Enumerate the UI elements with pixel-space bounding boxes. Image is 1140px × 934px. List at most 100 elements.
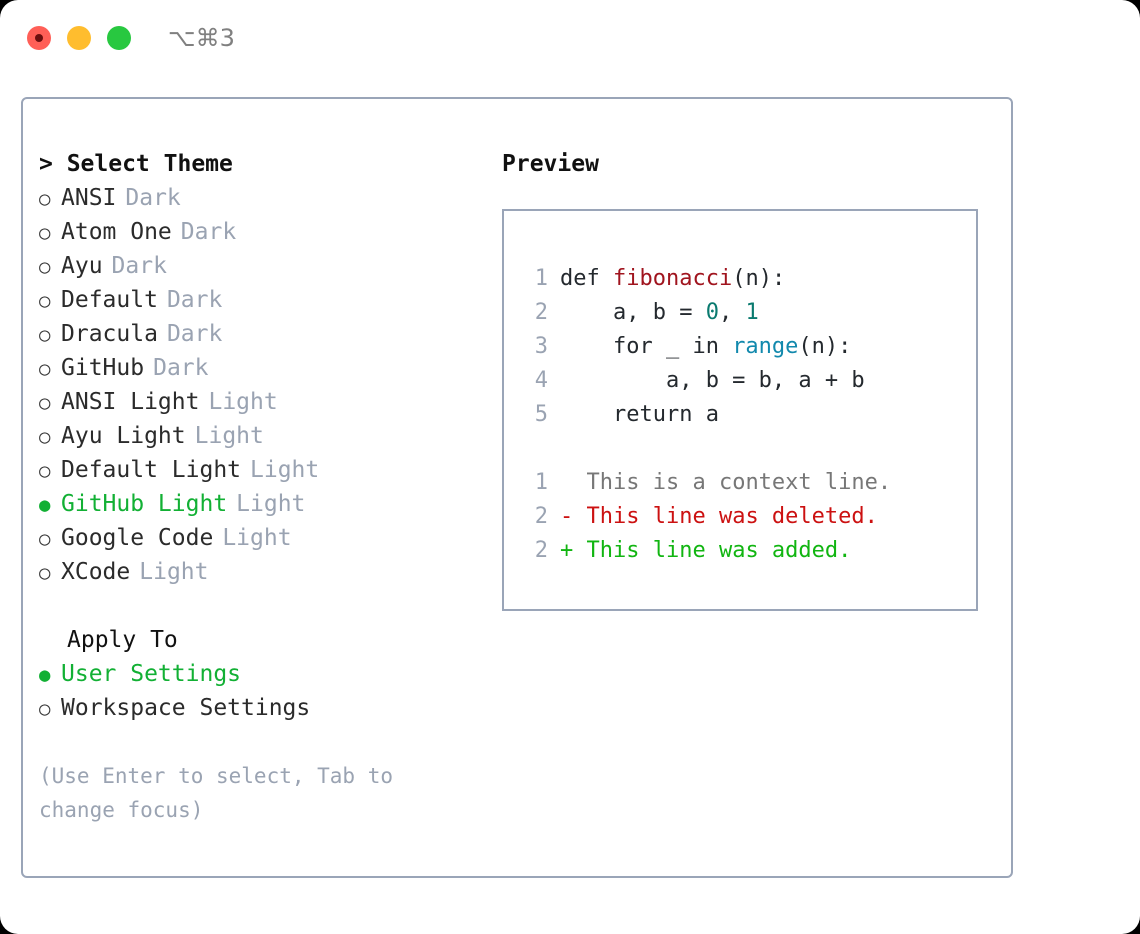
diff-marker: + <box>560 538 587 563</box>
diff-text: This is a context line. <box>586 470 892 495</box>
theme-name: Dracula <box>61 321 158 347</box>
line-number: 5 <box>534 402 548 427</box>
code-token-plain: , <box>718 300 746 325</box>
radio-selected-icon[interactable]: ● <box>39 494 51 516</box>
radio-unselected-icon[interactable]: ○ <box>39 460 51 482</box>
radio-unselected-icon[interactable]: ○ <box>39 562 51 584</box>
code-token-plain: a, b = b, a + b <box>560 368 865 393</box>
select-theme-heading: > Select Theme <box>39 151 233 177</box>
close-button[interactable] <box>27 26 51 50</box>
code-line-content: for _ in range(n): <box>560 330 851 364</box>
diff-marker <box>560 466 587 500</box>
code-line: 1 def fibonacci(n): <box>522 262 968 296</box>
code-line: 2 a, b = 0, 1 <box>522 296 968 330</box>
radio-unselected-icon[interactable]: ○ <box>39 358 51 380</box>
theme-option-default[interactable]: ○ Default Dark <box>39 283 479 317</box>
radio-unselected-icon[interactable]: ○ <box>39 290 51 312</box>
theme-name: ANSI <box>61 185 117 211</box>
code-token-plain: a, b = <box>560 300 706 325</box>
theme-name: Ayu Light <box>61 423 186 449</box>
radio-unselected-icon[interactable]: ○ <box>39 698 51 720</box>
theme-option-default-light[interactable]: ○ Default Light Light <box>39 453 479 487</box>
preview-heading: Preview <box>502 151 599 177</box>
radio-unselected-icon[interactable]: ○ <box>39 426 51 448</box>
code-token-plain: (n): <box>732 266 786 291</box>
code-token-num: 0 <box>705 300 719 325</box>
radio-unselected-icon[interactable]: ○ <box>39 324 51 346</box>
theme-variant-tag: Light <box>236 491 306 517</box>
theme-variant-tag: Light <box>194 423 264 449</box>
radio-unselected-icon[interactable]: ○ <box>39 392 51 414</box>
theme-name: GitHub <box>61 355 145 381</box>
diff-line-add: 2+ This line was added. <box>522 534 968 568</box>
code-token-plain: return a <box>560 402 719 427</box>
line-number: 2 <box>534 300 548 325</box>
apply-option-user-settings[interactable]: ● User Settings <box>39 657 479 691</box>
theme-name: Default Light <box>61 457 242 483</box>
code-token-plain: (n): <box>798 334 852 359</box>
theme-name: GitHub Light <box>61 491 228 517</box>
line-number: 1 <box>534 470 548 495</box>
line-number: 3 <box>534 334 548 359</box>
diff-line-del: 2- This line was deleted. <box>522 500 968 534</box>
line-number: 1 <box>534 266 548 291</box>
theme-variant-tag: Dark <box>166 287 223 313</box>
window-controls <box>27 26 131 50</box>
theme-name: Default <box>61 287 158 313</box>
title-bar: ⌥⌘3 <box>0 0 1140 78</box>
theme-name: XCode <box>61 559 131 585</box>
code-token-fn: fibonacci <box>612 266 733 291</box>
theme-option-xcode[interactable]: ○ XCode Light <box>39 555 479 589</box>
apply-to-heading: Apply To <box>67 627 178 653</box>
theme-variant-tag: Light <box>139 559 209 585</box>
diff-text: This line was deleted. <box>586 504 878 529</box>
theme-option-github-light[interactable]: ● GitHub Light Light <box>39 487 479 521</box>
code-token-num: 1 <box>745 300 759 325</box>
minimize-button[interactable] <box>67 26 91 50</box>
keyboard-shortcut-label: ⌥⌘3 <box>168 24 235 52</box>
code-line: 5 return a <box>522 398 968 432</box>
radio-unselected-icon[interactable]: ○ <box>39 188 51 210</box>
diff-marker: - <box>560 504 587 529</box>
theme-option-ayu-light[interactable]: ○ Ayu Light Light <box>39 419 479 453</box>
apply-option-label: Workspace Settings <box>61 695 311 721</box>
radio-selected-icon[interactable]: ● <box>39 664 51 686</box>
code-line: 4 a, b = b, a + b <box>522 364 968 398</box>
line-number: 2 <box>534 504 548 529</box>
code-token-call: range <box>732 334 799 359</box>
diff-sample: 1 This is a context line.2- This line wa… <box>522 466 968 568</box>
radio-unselected-icon[interactable]: ○ <box>39 222 51 244</box>
radio-unselected-icon[interactable]: ○ <box>39 528 51 550</box>
code-line-content: a, b = b, a + b <box>560 364 865 398</box>
theme-variant-tag: Light <box>250 457 320 483</box>
theme-name: Google Code <box>61 525 214 551</box>
code-line-content: def fibonacci(n): <box>560 262 785 296</box>
code-line: 3 for _ in range(n): <box>522 330 968 364</box>
apply-option-label: User Settings <box>61 661 242 687</box>
line-number: 4 <box>534 368 548 393</box>
code-token-plain: for _ in <box>560 334 733 359</box>
apply-to-list[interactable]: ● User Settings ○ Workspace Settings <box>39 657 479 725</box>
code-line-content: a, b = 0, 1 <box>560 296 759 330</box>
radio-unselected-icon[interactable]: ○ <box>39 256 51 278</box>
theme-name: Atom One <box>61 219 172 245</box>
theme-name: ANSI Light <box>61 389 200 415</box>
code-token-plain: def <box>560 266 613 291</box>
zoom-button[interactable] <box>107 26 131 50</box>
diff-line-ctx: 1 This is a context line. <box>522 466 968 500</box>
apply-option-workspace-settings[interactable]: ○ Workspace Settings <box>39 691 479 725</box>
